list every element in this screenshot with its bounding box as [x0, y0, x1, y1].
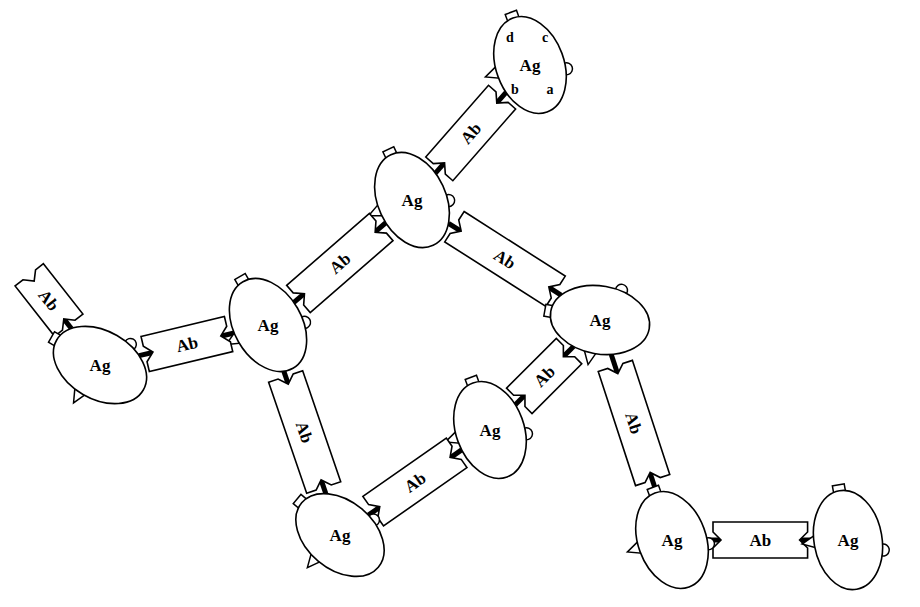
antigen-body: [280, 477, 400, 593]
antigen-outline: [268, 469, 404, 602]
antibody-label: Ab: [750, 532, 772, 549]
binding-link: [294, 293, 305, 302]
antibody-outline: [141, 317, 233, 372]
antibody-outline: [363, 439, 467, 527]
antibody-outline: [445, 212, 566, 307]
site-letter: a: [547, 83, 554, 97]
antigen-body: [40, 311, 161, 420]
antibody-box: Ab: [15, 264, 83, 337]
antigen-outline: [29, 303, 163, 430]
binding-link: [515, 395, 525, 405]
antigen-body: [623, 481, 721, 598]
antibody-box: Ab: [363, 439, 467, 527]
antigen-body: [214, 265, 323, 386]
antigen-blob: Ag: [290, 501, 390, 569]
antigen-label: Ag: [402, 192, 423, 209]
antibody-box: Ab: [426, 85, 516, 180]
antigen-blob: Ag: [550, 286, 650, 354]
binding-link: [375, 223, 386, 232]
antigen-label: Ag: [520, 57, 541, 74]
site-letter: c: [542, 31, 548, 45]
antibody-outline: [287, 213, 393, 312]
antigen-blob: Ag: [50, 331, 150, 399]
antigen-blob: Ag: [798, 506, 898, 574]
antibody-outline: [426, 85, 516, 180]
antigen-blob: Ag: [362, 166, 462, 234]
antigen-blob: Ag: [480, 31, 580, 99]
antibody-box: Ab: [598, 361, 670, 486]
antibody-outline: [713, 522, 808, 558]
antibody-box: Ab: [445, 212, 566, 307]
binding-link: [564, 346, 574, 356]
antigen-outline: [793, 478, 895, 597]
antigen-label: Ag: [258, 317, 279, 334]
antigen-outline: [610, 474, 726, 603]
antigen-label: Ag: [662, 532, 683, 549]
antibody-outline: [598, 361, 670, 486]
antibody-outline: [15, 264, 83, 337]
site-letter: d: [506, 31, 514, 45]
site-letter: b: [511, 83, 519, 97]
antigen-blob: Ag: [440, 396, 540, 464]
antigen-label: Ag: [590, 312, 611, 329]
binding-link: [497, 92, 506, 103]
antibody-box: Ab: [287, 213, 393, 312]
antibody-box: Ab: [269, 371, 341, 494]
antibody-box: Ab: [713, 522, 808, 558]
binding-link: [435, 163, 444, 174]
antigen-label: Ag: [838, 532, 859, 549]
antigen-body: [806, 485, 890, 595]
antigen-label: Ag: [330, 527, 351, 544]
antigen-label: Ag: [480, 422, 501, 439]
antibody-outline: [507, 338, 582, 413]
antigen-label: Ag: [90, 357, 111, 374]
antibody-outline: [269, 371, 341, 494]
antigen-blob: Ag: [622, 506, 722, 574]
antibody-box: Ab: [141, 317, 233, 372]
antigen-blob: Ag: [218, 291, 318, 359]
